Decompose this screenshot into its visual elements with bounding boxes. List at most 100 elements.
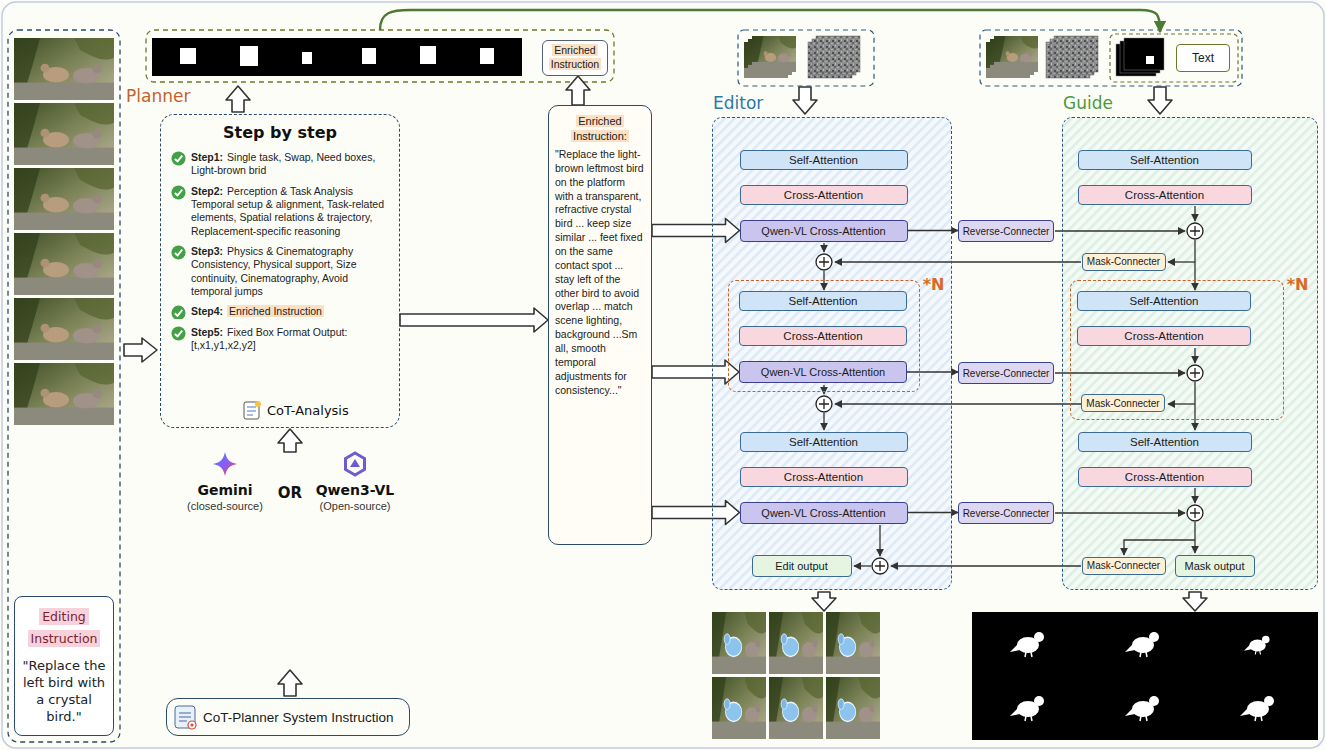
video-frame: [14, 363, 114, 425]
mask-connecter-block: Mask-Connecter: [1082, 557, 1166, 575]
qwen-vl-cross-attention-block: Qwen-VL Cross-Attention: [740, 502, 908, 524]
instruction-text: "Replace the left bird with a crystal bi…: [23, 658, 106, 724]
step-text: Enriched Instruction: [227, 305, 324, 317]
node-text: Qwen-VL Cross-Attention: [761, 507, 885, 519]
node-body: Enriched Instruction: "Replace the light-…: [555, 114, 645, 398]
editor-ground: [712, 117, 952, 590]
text-row: Enriched Instruction: [545, 44, 605, 71]
hollow-arrow: [1148, 87, 1172, 114]
hollow-arrow: [124, 338, 157, 362]
node-text: Mask output: [1185, 560, 1245, 572]
node-body: Reverse-Connecter: [963, 226, 1050, 237]
cross-attention-block: Cross-Attention: [1077, 326, 1251, 346]
box-heading: Enriched Instruction:: [571, 115, 629, 142]
mask-output-frames: [972, 612, 1318, 740]
qwen-vl-cross-attention-block: Qwen-VL Cross-Attention: [739, 361, 907, 383]
step-number: Step5:: [191, 326, 223, 338]
mask-connecter-block: Mask-Connecter: [1081, 394, 1165, 412]
node-text: Mask-Connecter: [1087, 560, 1160, 571]
video-frame: [14, 233, 114, 295]
node-text: Qwen-VL Cross-Attention: [761, 225, 885, 237]
node-text: Self-Attention: [788, 295, 857, 307]
text-row: Self-Attention: [789, 436, 858, 448]
text-row: Qwen-VL Cross-Attention: [761, 366, 885, 378]
module-label: Guide: [1063, 93, 1113, 113]
text-row: Reverse-Connecter: [963, 226, 1050, 237]
input-video-panel: [8, 30, 120, 742]
node-text: Self-Attention: [789, 154, 858, 166]
node-text: Qwen-VL Cross-Attention: [761, 366, 885, 378]
planner-label: Planner: [126, 86, 190, 106]
video-frame: [14, 38, 114, 100]
text-row: Enriched Instruction:: [555, 114, 645, 143]
node-body: Qwen-VL Cross-Attention: [761, 507, 885, 519]
hollow-arrow: [812, 592, 836, 611]
text-row: Self-Attention: [788, 295, 857, 307]
model-name: Gemini: [197, 482, 252, 498]
node-text: Mask-Connecter: [1086, 398, 1159, 409]
text-row: Qwen-VL Cross-Attention: [761, 225, 885, 237]
node-body: Text: [1192, 51, 1214, 65]
text-input-box: Text: [1176, 44, 1230, 72]
system-instruction-box: CoT-Planner System Instruction: [166, 698, 410, 736]
node-text: Self-Attention: [789, 436, 858, 448]
system-icon: [175, 706, 196, 729]
node-body: Qwen-VL Cross-Attention: [761, 225, 885, 237]
node-body: Reverse-Connecter: [963, 508, 1050, 519]
video-frame: [14, 298, 114, 360]
node-body: Self-Attention: [788, 295, 857, 307]
repeat-region: *NSelf-AttentionCross-AttentionMask-Conn…: [1070, 280, 1284, 420]
text-row: Edit output: [775, 560, 828, 572]
text-row: Cross-Attention: [783, 330, 862, 342]
node-text: Enriched Instruction: [549, 44, 601, 70]
text-row: CoT-Analysis: [171, 403, 389, 419]
box-heading: Step by step: [223, 123, 337, 142]
node-text: Self-Attention: [1129, 295, 1198, 307]
text-row: "Replace the light-brown leftmost bird o…: [555, 148, 645, 397]
box-mask-strip: [146, 30, 614, 82]
text-row: Step by step: [171, 123, 389, 142]
cross-attention-block: Cross-Attention: [740, 185, 908, 205]
node-body: Cross-Attention: [1124, 330, 1203, 342]
text-row: Self-Attention: [1129, 295, 1198, 307]
self-attention-block: Self-Attention: [1078, 432, 1252, 452]
node-text: Reverse-Connecter: [963, 368, 1050, 379]
node-body: Editing Instruction "Replace the left bir…: [19, 606, 109, 725]
node-body: Qwen-VL Cross-Attention: [761, 366, 885, 378]
text-row: Reverse-Connecter: [963, 508, 1050, 519]
text-row: Qwen-VL Cross-Attention: [761, 507, 885, 519]
step-number: Step3:: [191, 245, 223, 257]
self-attention-block: Self-Attention: [1078, 150, 1252, 170]
node-body: Step by stepStep1:Single task, Swap, Nee…: [171, 123, 389, 419]
mask-guide-arrow: [380, 10, 1160, 32]
text-row: Step5:Fixed Box Format Output: [t,x1,y1,…: [171, 326, 389, 353]
node-body: Reverse-Connecter: [963, 368, 1050, 379]
text-row: Self-Attention: [1130, 154, 1199, 166]
step-number: Step4:: [191, 305, 223, 317]
node-text: Edit output: [775, 560, 828, 572]
node-text: Cross-Attention: [784, 189, 863, 201]
cross-attention-block: Cross-Attention: [740, 467, 908, 487]
node-body: Self-Attention: [1130, 436, 1199, 448]
node-body: Cross-Attention: [784, 471, 863, 483]
text-row: Editing Instruction: [19, 606, 109, 650]
enriched-instruction-box: Enriched Instruction: "Replace the light-…: [548, 105, 652, 545]
mask-connecter-block: Mask-Connecter: [1082, 253, 1166, 271]
self-attention-block: Self-Attention: [740, 150, 908, 170]
reverse-connecter-block: Reverse-Connecter: [958, 220, 1054, 242]
node-text: Mask-Connecter: [1087, 256, 1160, 267]
text-row: Step3:Physics & Cinematography Consisten…: [171, 245, 389, 298]
model-name: Qwen3-VL: [316, 482, 395, 498]
instruction-up-arrow: [566, 76, 590, 105]
module-label: Editor: [713, 93, 763, 113]
reverse-connect-arrow: [908, 230, 959, 231]
hollow-arrow: [226, 86, 250, 112]
node-text: Self-Attention: [1130, 154, 1199, 166]
cross-attention-block: Cross-Attention: [739, 326, 907, 346]
node-text: Reverse-Connecter: [963, 226, 1050, 237]
text-row: Cross-Attention: [1124, 330, 1203, 342]
model-source: (Open-source): [320, 500, 391, 512]
instruction-feed-arrow: [652, 501, 740, 525]
